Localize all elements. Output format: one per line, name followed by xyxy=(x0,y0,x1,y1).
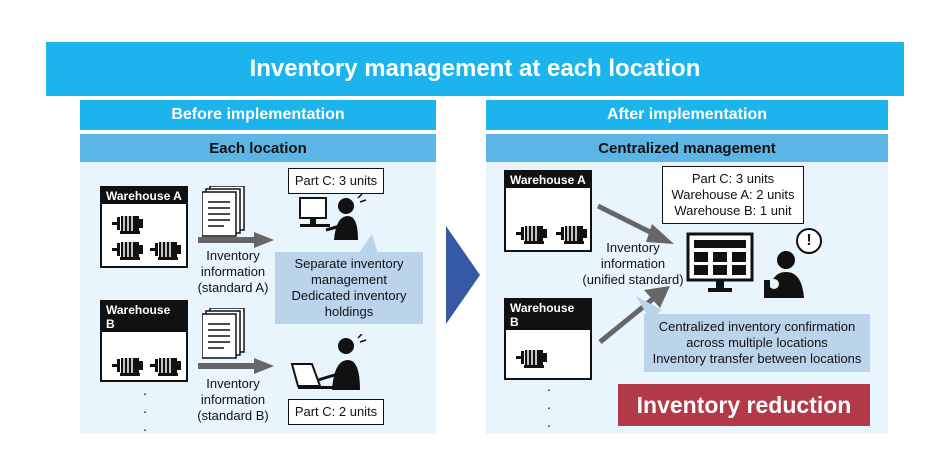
before-bubble-tail xyxy=(358,234,378,254)
after-warehouse-b-label: Warehouse B xyxy=(506,300,590,330)
person-at-computer-icon xyxy=(299,193,367,240)
before-info-b: Inventory information (standard B) xyxy=(197,376,269,423)
after-warehouse-a: Warehouse A xyxy=(504,170,592,252)
motor-icon xyxy=(112,242,143,260)
after-warehouse-b: Warehouse B xyxy=(504,298,592,380)
document-stack-icon xyxy=(202,308,245,359)
after-subheader-label: Centralized management xyxy=(598,139,776,157)
arrow-right-icon xyxy=(198,232,274,248)
before-subheader-label: Each location xyxy=(209,139,307,157)
after-subheader: Centralized management xyxy=(486,134,888,162)
before-subheader: Each location xyxy=(80,134,436,162)
person-at-laptop-icon xyxy=(290,334,367,390)
before-warehouse-a: Warehouse A xyxy=(100,186,188,268)
before-bubble: Separate inventory management Dedicated … xyxy=(275,252,423,324)
after-more-dots: · · · xyxy=(546,381,552,433)
after-header-label: After implementation xyxy=(606,106,767,123)
after-info: Inventory information (unified standard) xyxy=(582,240,684,287)
before-header-label: Before implementation xyxy=(171,106,345,123)
after-bubble: Centralized inventory confirmation acros… xyxy=(644,314,870,372)
before-header: Before implementation xyxy=(80,100,436,130)
exclamation-icon: ! xyxy=(796,228,822,254)
after-warehouse-a-label: Warehouse A xyxy=(506,172,590,188)
monitor-icon xyxy=(686,232,754,292)
before-more-dots: · · · xyxy=(142,385,148,437)
after-callout: Part C: 3 units Warehouse A: 2 units War… xyxy=(662,166,804,224)
after-header: After implementation xyxy=(486,100,888,130)
arrow-right-icon xyxy=(596,203,674,244)
before-callout-bottom: Part C: 2 units xyxy=(288,399,384,425)
before-callout-top: Part C: 3 units xyxy=(288,168,384,194)
motor-icon xyxy=(150,358,181,376)
page-title: Inventory management at each location xyxy=(249,55,701,82)
before-warehouse-a-label: Warehouse A xyxy=(102,188,186,204)
title-banner: Inventory management at each location xyxy=(46,42,904,96)
inventory-reduction-banner: Inventory reduction xyxy=(618,384,870,426)
before-info-a: Inventory information (standard A) xyxy=(197,248,269,295)
arrow-right-icon xyxy=(198,358,274,374)
motor-icon xyxy=(150,242,181,260)
motor-icon xyxy=(556,226,587,244)
document-stack-icon xyxy=(202,186,245,237)
motor-icon xyxy=(516,226,547,244)
motor-icon xyxy=(112,358,143,376)
motor-icon xyxy=(516,350,547,368)
transition-arrow-icon xyxy=(446,226,480,324)
person-thinking-icon xyxy=(764,251,804,298)
motor-icon xyxy=(112,216,143,234)
before-warehouse-b-label: Warehouse B xyxy=(102,302,186,332)
